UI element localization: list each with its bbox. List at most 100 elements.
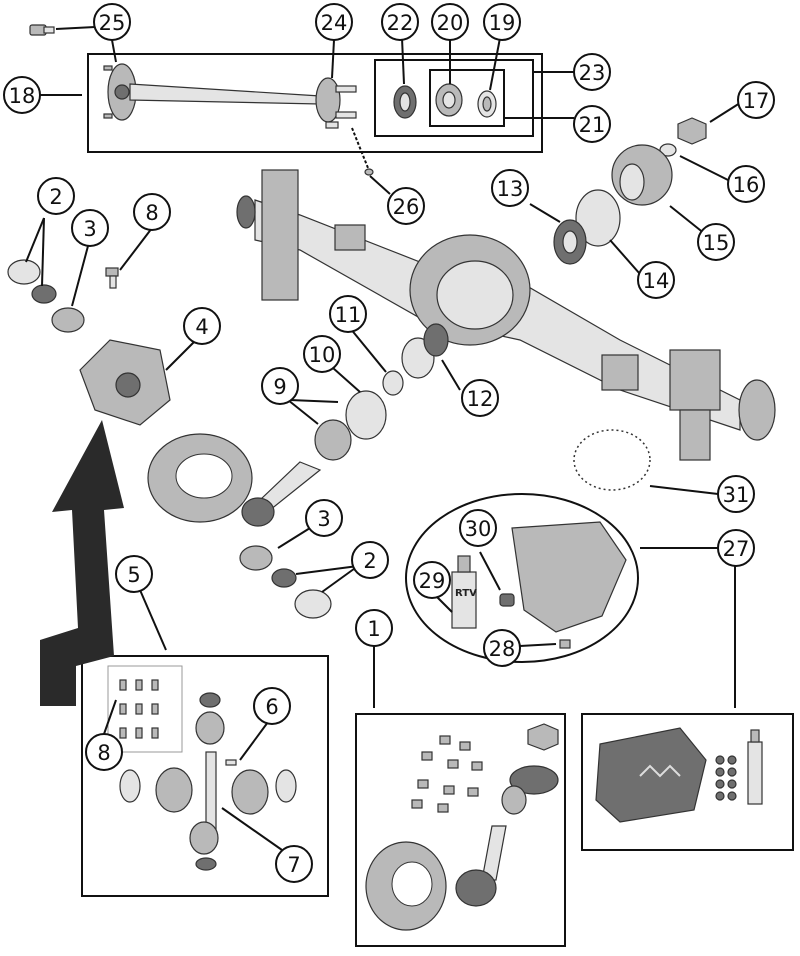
callout-28: 28 <box>483 629 521 667</box>
svg-text:1: 1 <box>367 617 380 641</box>
cover-gasket <box>573 429 651 491</box>
svg-text:18: 18 <box>9 84 36 108</box>
assembly-arrow <box>40 420 124 706</box>
callout-12: 12 <box>461 379 499 417</box>
cover-kit-box <box>581 713 794 851</box>
callout-17: 17 <box>737 81 775 119</box>
svg-text:3: 3 <box>317 507 330 531</box>
collapsible-spacer <box>382 370 404 396</box>
axle-seal <box>393 85 417 119</box>
pinion-seal <box>553 219 587 265</box>
svg-text:26: 26 <box>393 195 420 219</box>
wheel-stud <box>29 24 55 36</box>
svg-text:2: 2 <box>363 549 376 573</box>
pinion-bearing-inner <box>314 419 352 461</box>
rtv-tube-label: RTV <box>455 588 477 599</box>
svg-text:24: 24 <box>321 11 348 35</box>
differential-carrier <box>79 339 171 426</box>
callout-24: 24 <box>315 3 353 41</box>
pinion-washer <box>659 143 677 157</box>
differential-cover <box>511 521 627 633</box>
callout-21: 21 <box>573 105 611 143</box>
carrier-bearing-lower <box>239 545 273 571</box>
callout-2-lower: 2 <box>351 541 389 579</box>
svg-text:19: 19 <box>489 11 516 35</box>
callout-30: 30 <box>459 509 497 547</box>
bearing-seal-kit-box <box>374 59 534 137</box>
callout-8-upper: 8 <box>133 193 171 231</box>
svg-text:28: 28 <box>489 637 516 661</box>
axle-shaft-box <box>87 53 543 153</box>
callout-22: 22 <box>381 3 419 41</box>
spider-gear-kit <box>107 665 297 871</box>
axle-housing <box>236 169 776 461</box>
callout-13: 13 <box>491 169 529 207</box>
callout-4: 4 <box>183 307 221 345</box>
retaining-bolt <box>351 127 374 176</box>
svg-text:15: 15 <box>703 231 730 255</box>
svg-text:23: 23 <box>579 61 606 85</box>
bearing-sub-box <box>429 69 505 127</box>
cover-assembly-oval <box>405 493 639 663</box>
dust-deflector <box>575 189 621 247</box>
carrier-bearing-lower-cone <box>271 568 297 588</box>
callout-19: 19 <box>483 3 521 41</box>
svg-text:29: 29 <box>419 569 446 593</box>
ring-pinion-kit <box>365 723 559 931</box>
callout-27: 27 <box>717 529 755 567</box>
callout-8-lower: 8 <box>85 733 123 771</box>
svg-text:11: 11 <box>335 303 362 327</box>
svg-text:8: 8 <box>145 201 158 225</box>
svg-text:3: 3 <box>83 217 96 241</box>
svg-text:27: 27 <box>723 537 750 561</box>
ring-gear-bolt <box>105 267 119 289</box>
callout-3-upper: 3 <box>71 209 109 247</box>
leader-lines <box>25 26 741 851</box>
svg-text:9: 9 <box>273 375 286 399</box>
callout-26: 26 <box>387 187 425 225</box>
callout-5: 5 <box>115 555 153 593</box>
svg-text:17: 17 <box>743 89 770 113</box>
svg-text:6: 6 <box>265 695 278 719</box>
svg-text:14: 14 <box>643 269 670 293</box>
cover-kit <box>595 727 763 823</box>
svg-text:21: 21 <box>579 113 606 137</box>
pinion-bearing-race <box>345 390 387 440</box>
svg-text:12: 12 <box>467 387 494 411</box>
svg-text:5: 5 <box>127 563 140 587</box>
svg-text:20: 20 <box>437 11 464 35</box>
callout-29: 29 <box>413 561 451 599</box>
ring-gear <box>147 433 253 523</box>
pinion-gear <box>241 461 322 527</box>
callout-16: 16 <box>727 165 765 203</box>
axle-bearing <box>435 83 463 117</box>
bearing-race-lower <box>294 589 332 619</box>
callout-1: 1 <box>355 609 393 647</box>
pinion-yoke <box>611 144 673 206</box>
svg-text:13: 13 <box>497 177 524 201</box>
axle-flange <box>315 77 357 129</box>
cover-bolt <box>559 639 571 649</box>
carrier-bearing-upper-cone <box>31 284 57 304</box>
bearing-race-upper <box>7 259 41 285</box>
svg-text:22: 22 <box>387 11 414 35</box>
callout-15: 15 <box>697 223 735 261</box>
callout-20: 20 <box>431 3 469 41</box>
callout-6: 6 <box>253 687 291 725</box>
pinion-nut <box>677 117 707 145</box>
svg-text:4: 4 <box>195 315 208 339</box>
callout-2-upper: 2 <box>37 177 75 215</box>
svg-text:2: 2 <box>49 185 62 209</box>
callout-11: 11 <box>329 295 367 333</box>
rtv-tube: RTV <box>451 555 477 629</box>
svg-text:25: 25 <box>99 11 126 35</box>
callout-31: 31 <box>717 475 755 513</box>
svg-text:8: 8 <box>97 741 110 765</box>
callout-18: 18 <box>3 76 41 114</box>
callout-3-lower: 3 <box>305 499 343 537</box>
callout-9: 9 <box>261 367 299 405</box>
svg-text:16: 16 <box>733 173 760 197</box>
retainer-ring <box>477 90 497 118</box>
svg-text:10: 10 <box>309 343 336 367</box>
